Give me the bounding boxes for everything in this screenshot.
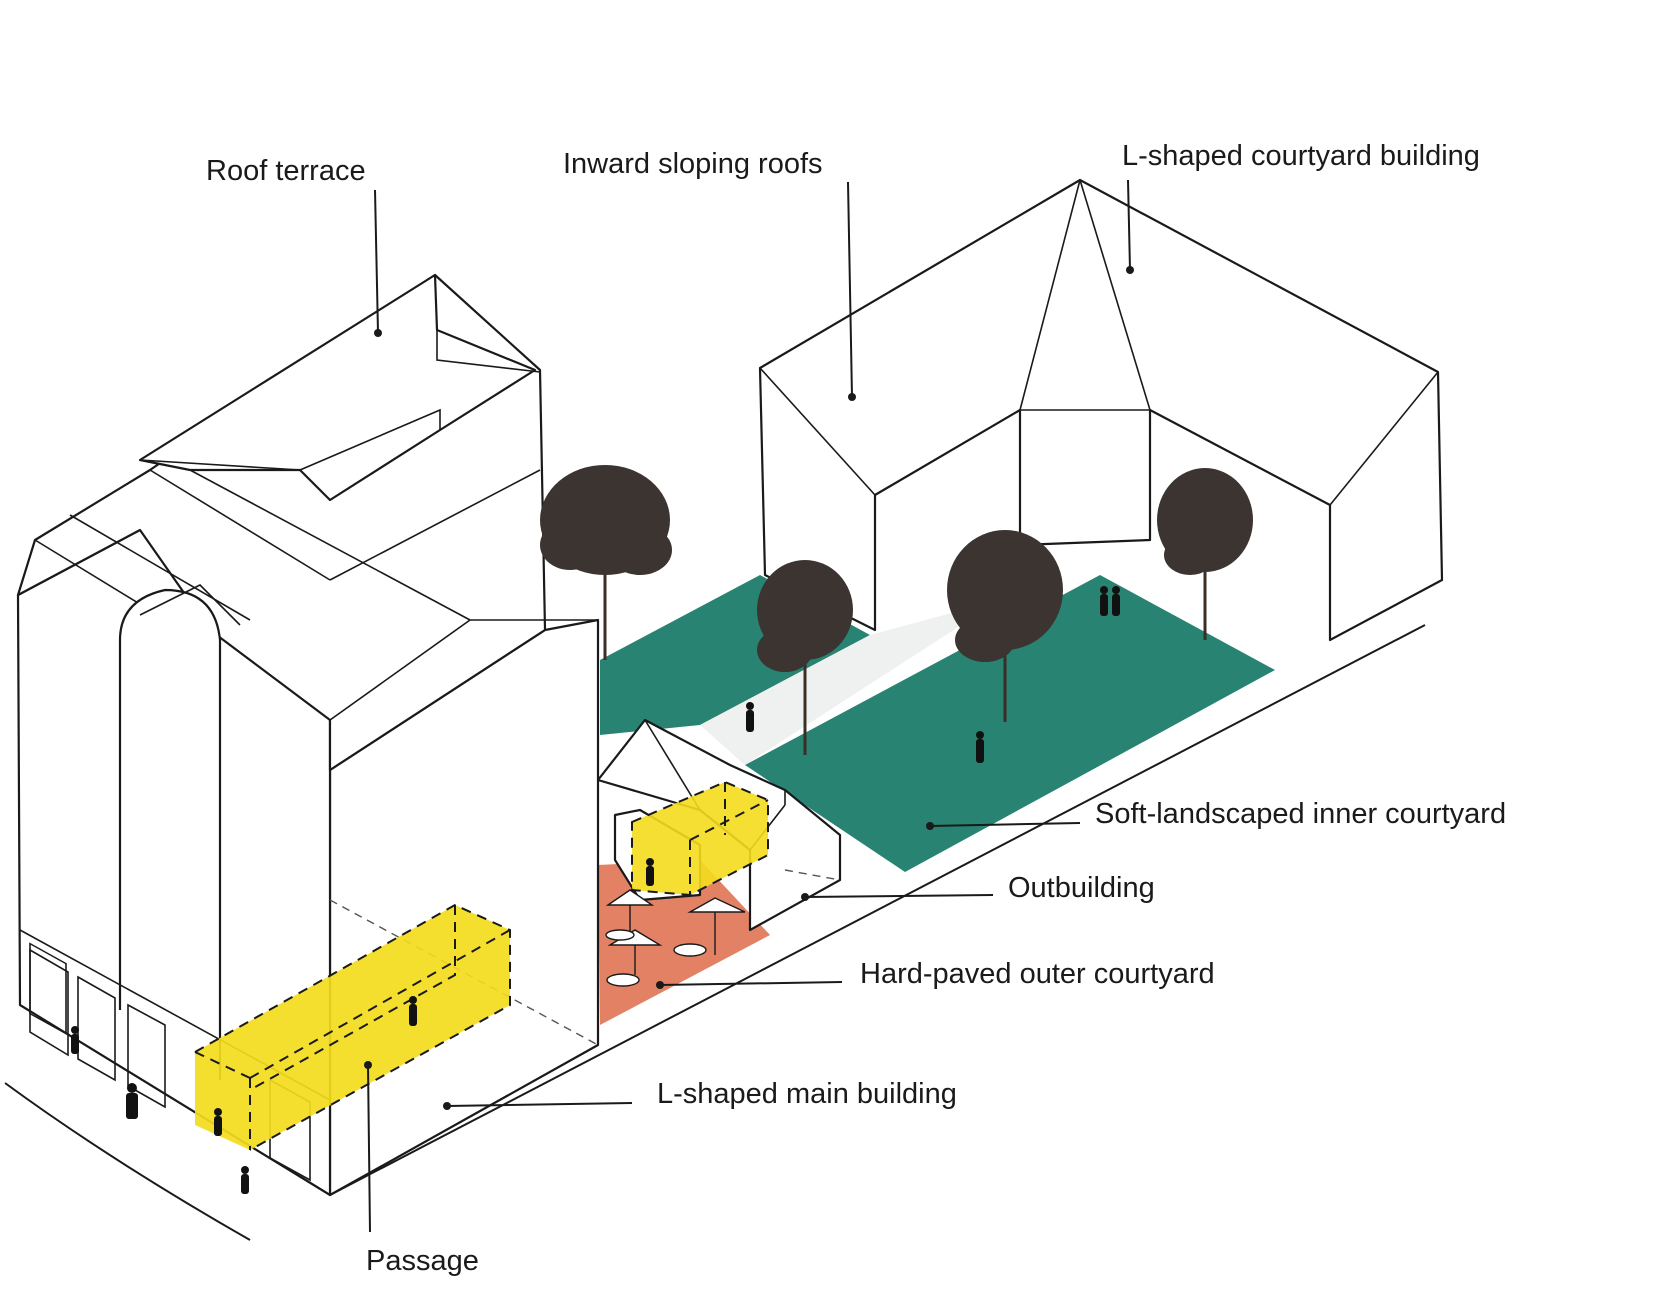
- label-l-shaped-main-building: L-shaped main building: [657, 1078, 957, 1110]
- tree-2: [757, 560, 853, 755]
- leader-lines: [364, 179, 1134, 1233]
- tree-3: [947, 530, 1063, 722]
- people: [71, 586, 1120, 1194]
- label-outbuilding: Outbuilding: [1008, 872, 1155, 904]
- tree-4: [1157, 468, 1253, 640]
- label-hard-paved-outer-courtyard: Hard-paved outer courtyard: [860, 958, 1215, 990]
- label-soft-landscaped-inner-courtyard: Soft-landscaped inner courtyard: [1095, 798, 1506, 830]
- courtyard-building: [758, 178, 1444, 642]
- tree-1: [540, 465, 672, 660]
- inner-courtyard-green-main: [745, 575, 1275, 872]
- outbuilding-passage-box: [631, 780, 769, 897]
- cafe-seating: [605, 889, 746, 987]
- label-roof-terrace: Roof terrace: [206, 155, 366, 187]
- passage-volume: [194, 903, 511, 1151]
- label-passage: Passage: [366, 1245, 479, 1277]
- street-edge: [4, 624, 1426, 1241]
- inner-courtyard-path: [700, 600, 1000, 765]
- label-l-shaped-courtyard-building: L-shaped courtyard building: [1122, 140, 1480, 172]
- label-inward-sloping-roofs: Inward sloping roofs: [563, 148, 823, 180]
